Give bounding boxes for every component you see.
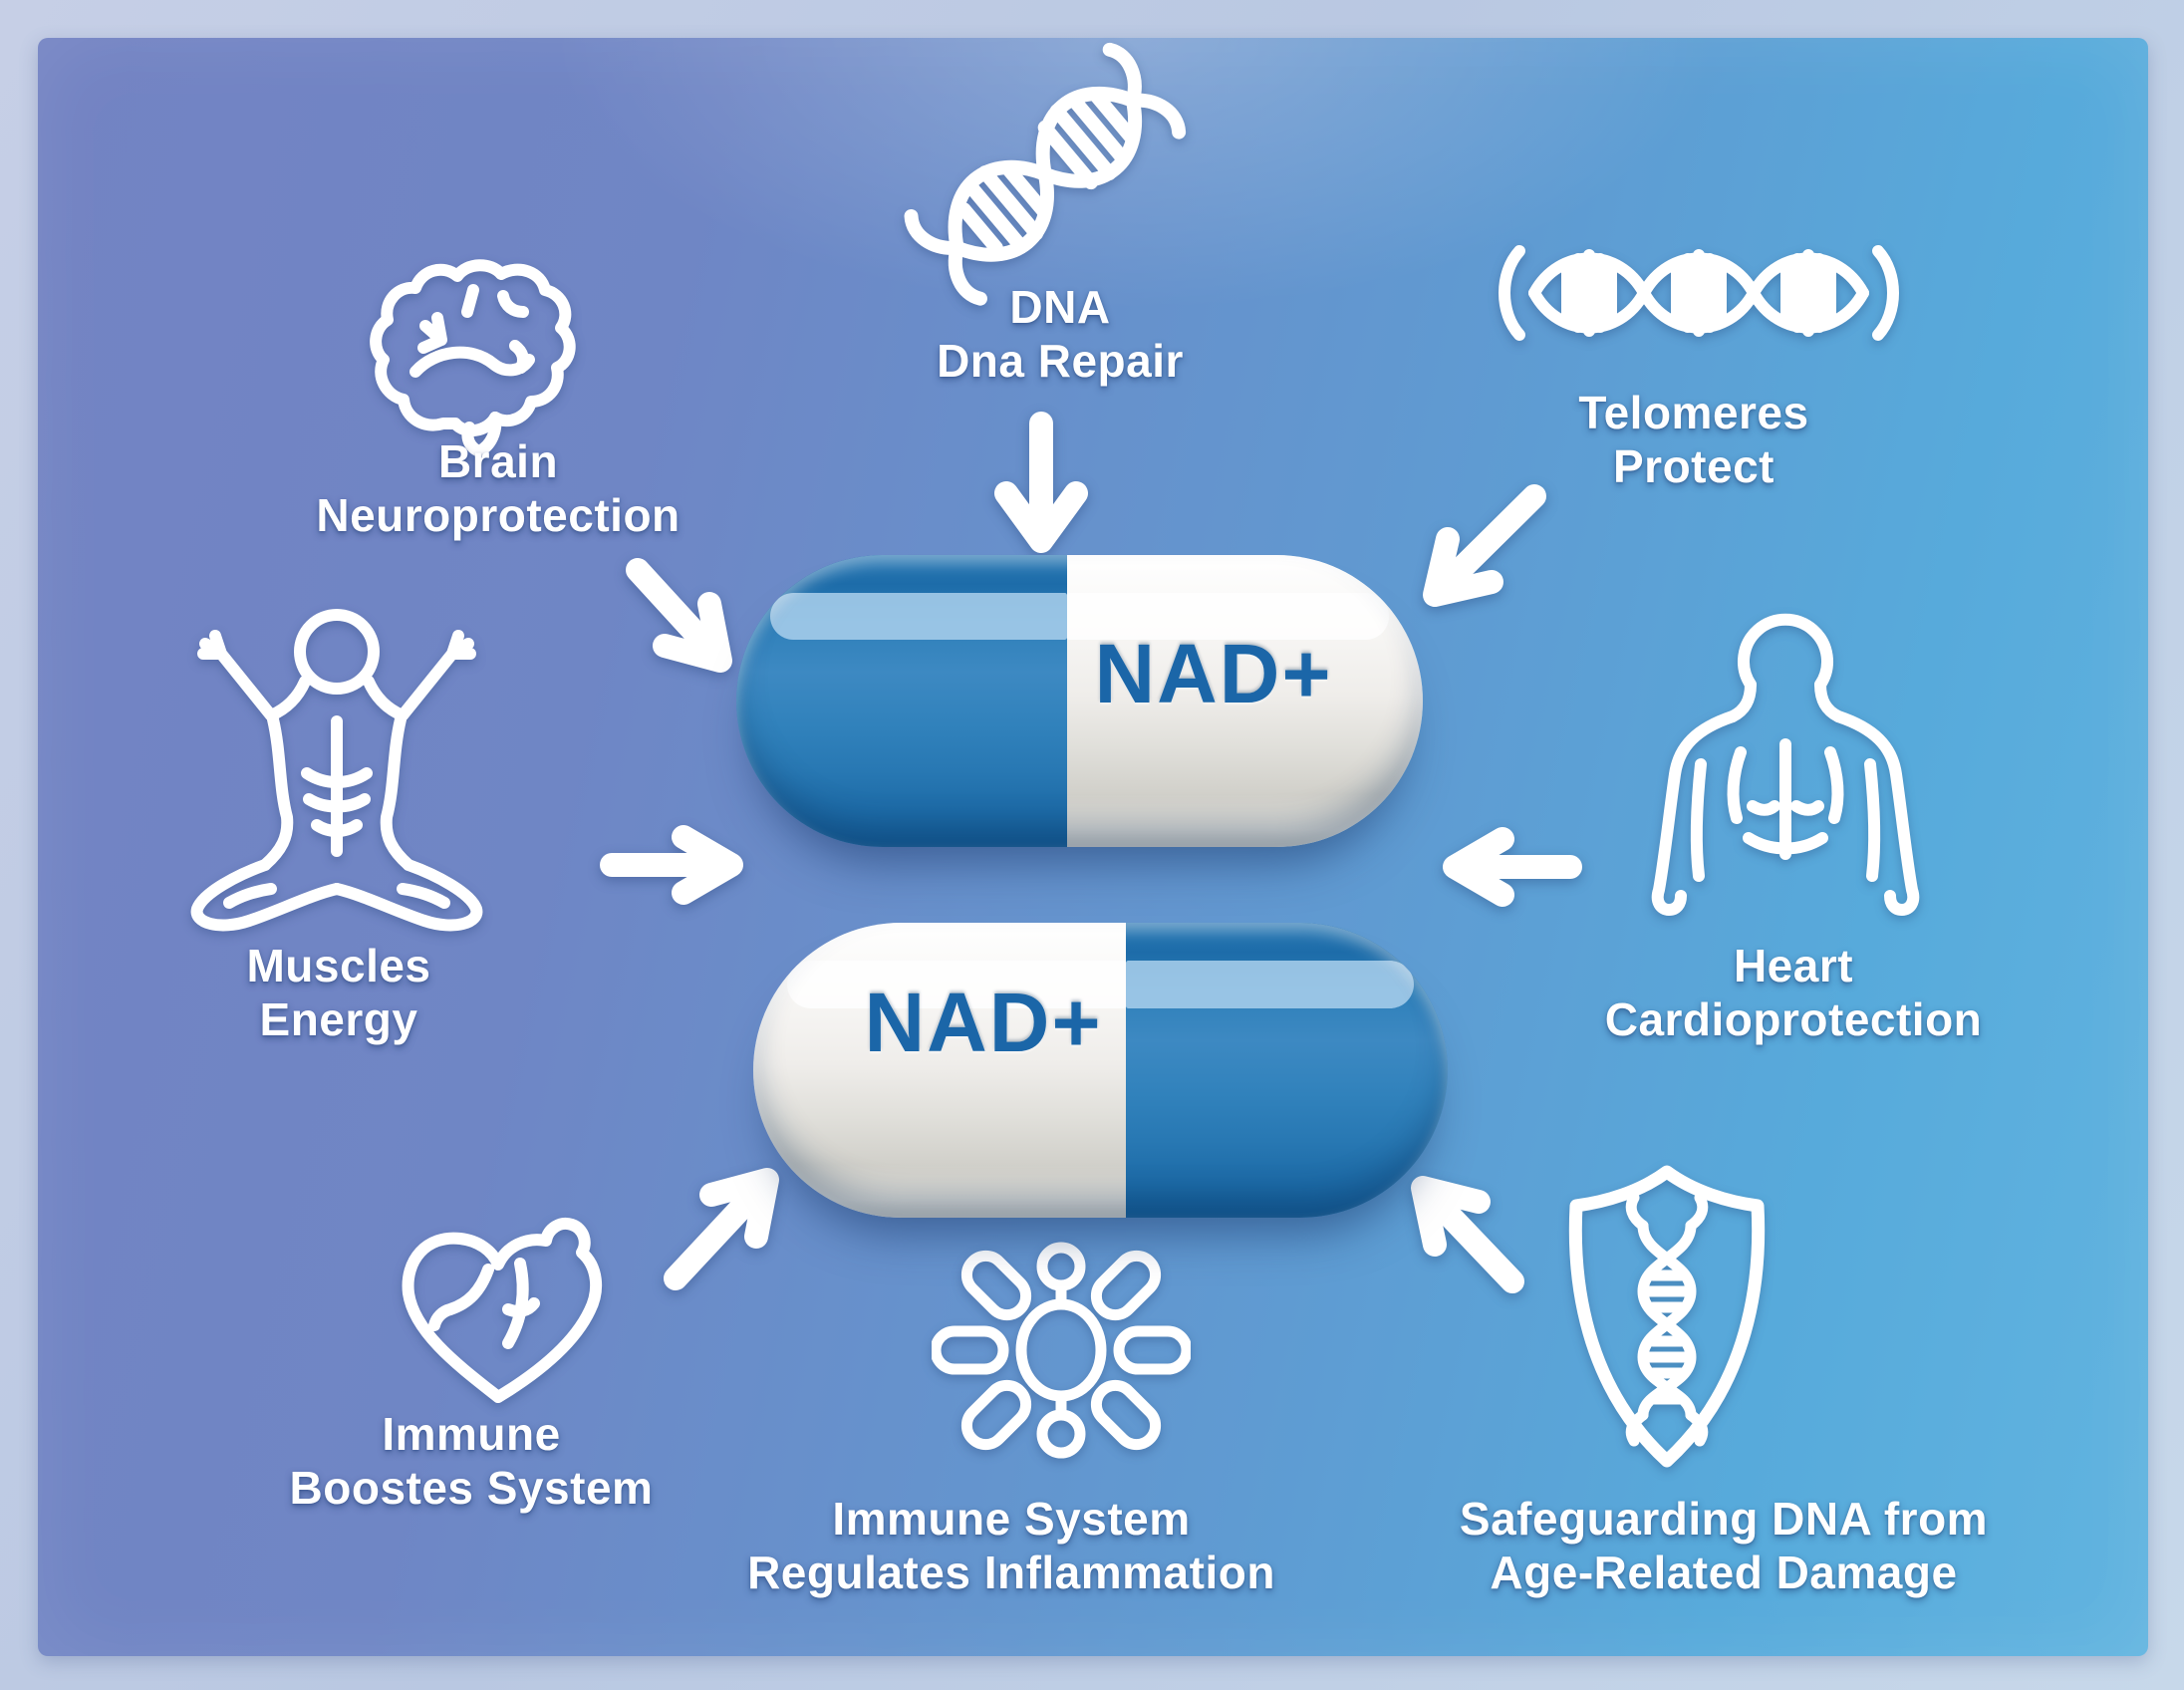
label-immune-boost: Immune Boostes System bbox=[267, 1408, 676, 1516]
label-muscles: Muscles Energy bbox=[139, 940, 538, 1047]
label-line: Immune bbox=[382, 1408, 561, 1460]
label-line: Safeguarding DNA from bbox=[1459, 1493, 1989, 1545]
immune-cell-icon bbox=[932, 1242, 1191, 1459]
label-brain: Brain Neuroprotection bbox=[299, 435, 697, 543]
shield-dna-icon bbox=[1568, 1165, 1766, 1468]
arrow-muscles-right bbox=[600, 825, 743, 905]
label-line: Brain bbox=[437, 435, 559, 487]
capsule-blue-half bbox=[736, 555, 1067, 847]
nad-label-bottom: NAD+ bbox=[864, 976, 1103, 1069]
capsule-gloss bbox=[1126, 961, 1414, 1008]
capsule-gloss bbox=[770, 593, 1067, 640]
label-line: Boostes System bbox=[289, 1461, 654, 1514]
arrow-dna-down bbox=[994, 412, 1088, 553]
nad-capsule-top bbox=[736, 555, 1423, 847]
label-line: Heart bbox=[1733, 940, 1854, 991]
label-line: Dna Repair bbox=[937, 334, 1184, 387]
label-line: Telomeres bbox=[1578, 387, 1809, 438]
arrow-telomeres-downleft bbox=[1423, 484, 1546, 607]
capsule-gloss bbox=[787, 961, 1126, 1008]
arrow-brain-downright bbox=[626, 558, 732, 673]
heart-organ-icon bbox=[402, 1218, 603, 1403]
capsule-white-half bbox=[1067, 555, 1423, 847]
label-line: Energy bbox=[259, 992, 418, 1045]
dna-helix-icon bbox=[904, 42, 1187, 306]
label-line: Immune System bbox=[832, 1493, 1191, 1545]
arrow-heart-left bbox=[1443, 827, 1582, 907]
upper-torso-icon bbox=[1651, 613, 1920, 916]
label-immune-inflammation: Immune System Regulates Inflammation bbox=[712, 1493, 1310, 1600]
brain-icon bbox=[370, 259, 576, 457]
label-dna-repair: DNA Dna Repair bbox=[861, 281, 1259, 389]
label-dna-safeguard: Safeguarding DNA from Age-Related Damage bbox=[1415, 1493, 2033, 1600]
nad-capsule-bottom bbox=[753, 923, 1448, 1218]
capsule-gloss bbox=[1067, 593, 1389, 640]
label-line: Muscles bbox=[246, 940, 431, 991]
telomere-strand-icon bbox=[1499, 245, 1899, 341]
label-line: Protect bbox=[1613, 439, 1774, 492]
label-telomeres: Telomeres Protect bbox=[1495, 387, 1893, 494]
label-heart-cardio: Heart Cardioprotection bbox=[1589, 940, 1998, 1047]
capsule-blue-half bbox=[1126, 923, 1448, 1218]
capsule-white-half bbox=[753, 923, 1126, 1218]
label-line: DNA bbox=[1009, 281, 1111, 333]
label-line: Regulates Inflammation bbox=[747, 1546, 1275, 1598]
nad-label-top: NAD+ bbox=[1094, 627, 1333, 720]
label-line: Cardioprotection bbox=[1604, 992, 1983, 1045]
meditating-body-icon bbox=[190, 609, 483, 932]
label-line: Age-Related Damage bbox=[1490, 1546, 1958, 1598]
label-line: Neuroprotection bbox=[316, 488, 681, 541]
